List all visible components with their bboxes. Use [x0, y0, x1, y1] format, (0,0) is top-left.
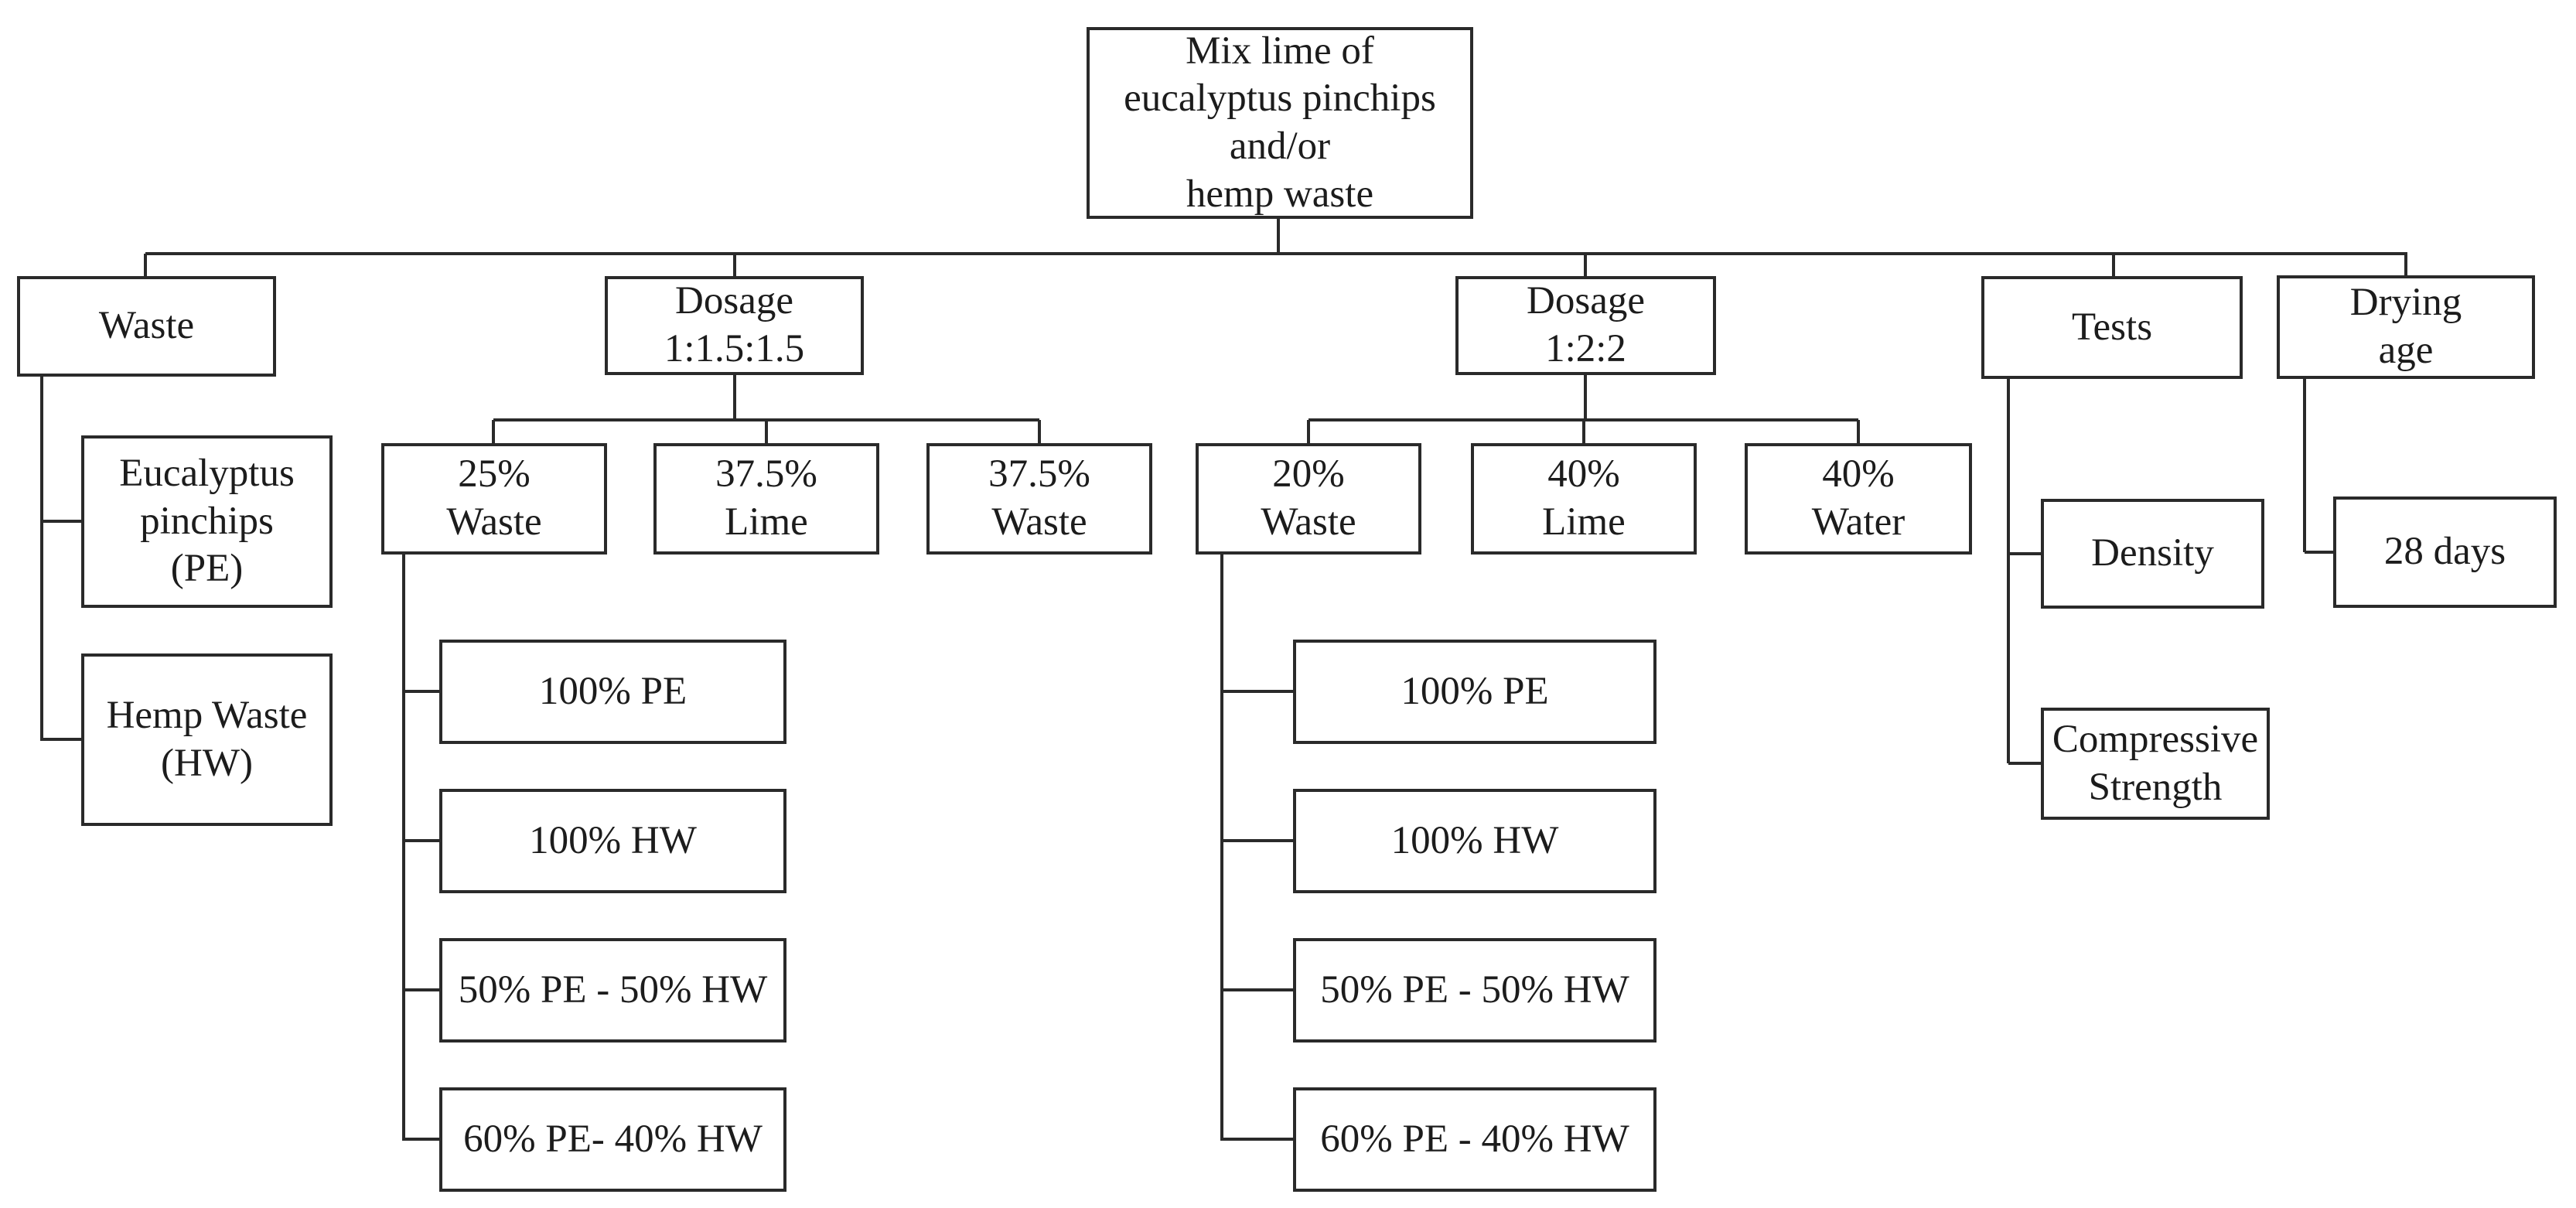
node-label-line: Eucalyptus: [119, 451, 295, 495]
node-label-line: Waste: [1261, 500, 1356, 544]
connector-stub-mix2-100pe: [1222, 690, 1293, 693]
node-label-line: 100% PE: [1401, 669, 1549, 713]
node-label-line: Drying: [2349, 281, 2462, 325]
node-mix2-100hw: 100% HW: [1293, 789, 1656, 893]
node-waste: Waste: [17, 276, 276, 377]
node-mix1-50-50: 50% PE - 50% HW: [439, 938, 786, 1042]
connector-stub-mix1-5050: [404, 988, 439, 991]
node-label-line: 100% PE: [538, 669, 688, 713]
connector-dosage2-stem: [1584, 375, 1587, 420]
node-label-line: 28 days: [2383, 530, 2506, 574]
node-density: Density: [2041, 499, 2264, 609]
node-label-line: 1:2:2: [1545, 327, 1626, 370]
node-tests: Tests: [1981, 276, 2243, 379]
connector-drop-20waste: [1307, 420, 1310, 443]
connector-stub-hw: [42, 738, 81, 741]
node-label-line: 20%: [1272, 452, 1345, 497]
node-label-line: Tests: [2071, 305, 2153, 349]
node-label-line: (PE): [170, 547, 244, 591]
connector-stub-compressive: [2008, 762, 2041, 765]
node-37-5pct-waste: 37.5%Waste: [926, 443, 1152, 555]
connector-stub-mix1-100hw: [404, 839, 439, 842]
connector-w25-stem: [402, 555, 405, 1141]
node-label-line: Strength: [2088, 765, 2223, 809]
connector-drop-dosage2: [1584, 254, 1587, 276]
connector-stub-mix2-6040: [1222, 1138, 1293, 1141]
node-28-days: 28 days: [2333, 497, 2557, 608]
node-label-line: 40%: [1822, 452, 1895, 497]
connector-drop-drying: [2404, 254, 2407, 275]
node-label-line: (HW): [161, 741, 253, 785]
node-label-line: 50% PE - 50% HW: [1320, 967, 1629, 1012]
connector-waste-stem: [40, 377, 43, 741]
node-label-line: Lime: [725, 500, 808, 544]
connector-drop-waste: [144, 254, 147, 276]
node-label-line: eucalyptus pinchips: [1124, 77, 1436, 121]
node-label-line: 100% HW: [1390, 818, 1559, 862]
node-label-line: pinchips: [140, 499, 274, 543]
node-label-line: Mix lime of: [1186, 29, 1374, 73]
node-label-line: 37.5%: [988, 452, 1090, 497]
node-label-line: 60% PE- 40% HW: [463, 1117, 763, 1161]
node-label-line: 37.5%: [715, 452, 817, 497]
node-label-line: Waste: [446, 500, 542, 544]
node-label-line: 100% HW: [529, 818, 697, 862]
node-40pct-water: 40%Water: [1745, 443, 1972, 555]
connector-w20-stem: [1220, 555, 1223, 1141]
node-mix2-100pe: 100% PE: [1293, 640, 1656, 744]
node-label-line: Compressive: [2052, 717, 2259, 761]
node-mix2-50-50: 50% PE - 50% HW: [1293, 938, 1656, 1042]
node-label-line: Waste: [991, 500, 1087, 544]
node-label-line: 1:1.5:1.5: [664, 327, 805, 370]
node-label-line: 50% PE - 50% HW: [458, 967, 768, 1012]
connector-dosage1-stem: [733, 375, 736, 420]
connector-drop-dosage1: [733, 254, 736, 276]
node-label-line: 25%: [458, 452, 531, 497]
node-label-line: Dosage: [675, 279, 793, 323]
node-hemp-waste: Hemp Waste(HW): [81, 653, 333, 826]
node-mix2-60-40: 60% PE - 40% HW: [1293, 1087, 1656, 1192]
node-mix1-60-40: 60% PE- 40% HW: [439, 1087, 786, 1192]
node-20pct-waste: 20%Waste: [1196, 443, 1421, 555]
connector-stub-28days: [2305, 551, 2333, 554]
connector-stub-mix1-100pe: [404, 690, 439, 693]
connector-drying-stem: [2303, 379, 2306, 552]
node-label-line: age: [2378, 329, 2434, 372]
connector-drop-375waste: [1038, 420, 1041, 443]
connector-stub-density: [2008, 552, 2041, 555]
node-label-line: Water: [1811, 500, 1906, 544]
connector-drop-25waste: [492, 420, 495, 443]
connector-main-line: [145, 252, 2407, 255]
connector-stub-mix2-100hw: [1222, 839, 1293, 842]
connector-drop-375lime: [765, 420, 768, 443]
connector-drop-40water: [1857, 420, 1860, 443]
node-label-line: Lime: [1542, 500, 1626, 544]
connector-tests-stem: [2007, 379, 2010, 763]
connector-stub-mix1-6040: [404, 1138, 439, 1141]
node-label-line: Hemp Waste: [106, 693, 308, 737]
connector-stub-mix2-5050: [1222, 988, 1293, 991]
node-mix1-100pe: 100% PE: [439, 640, 786, 744]
node-label-line: Waste: [98, 304, 195, 348]
node-40pct-lime: 40%Lime: [1471, 443, 1697, 555]
node-label-line: and/or: [1229, 125, 1331, 168]
node-mix1-100hw: 100% HW: [439, 789, 786, 893]
connector-drop-40lime: [1582, 420, 1585, 443]
node-label-line: hemp waste: [1186, 172, 1374, 216]
node-label-line: Dosage: [1527, 279, 1645, 323]
node-label-line: 40%: [1547, 452, 1620, 497]
connector-drop-tests: [2112, 254, 2115, 276]
node-label-line: 60% PE - 40% HW: [1320, 1117, 1629, 1161]
node-label-line: Density: [2091, 531, 2214, 575]
node-37-5pct-lime: 37.5%Lime: [653, 443, 879, 555]
connector-stub-pe: [42, 520, 81, 523]
connector-root-stem: [1277, 219, 1280, 254]
node-25pct-waste: 25%Waste: [381, 443, 607, 555]
